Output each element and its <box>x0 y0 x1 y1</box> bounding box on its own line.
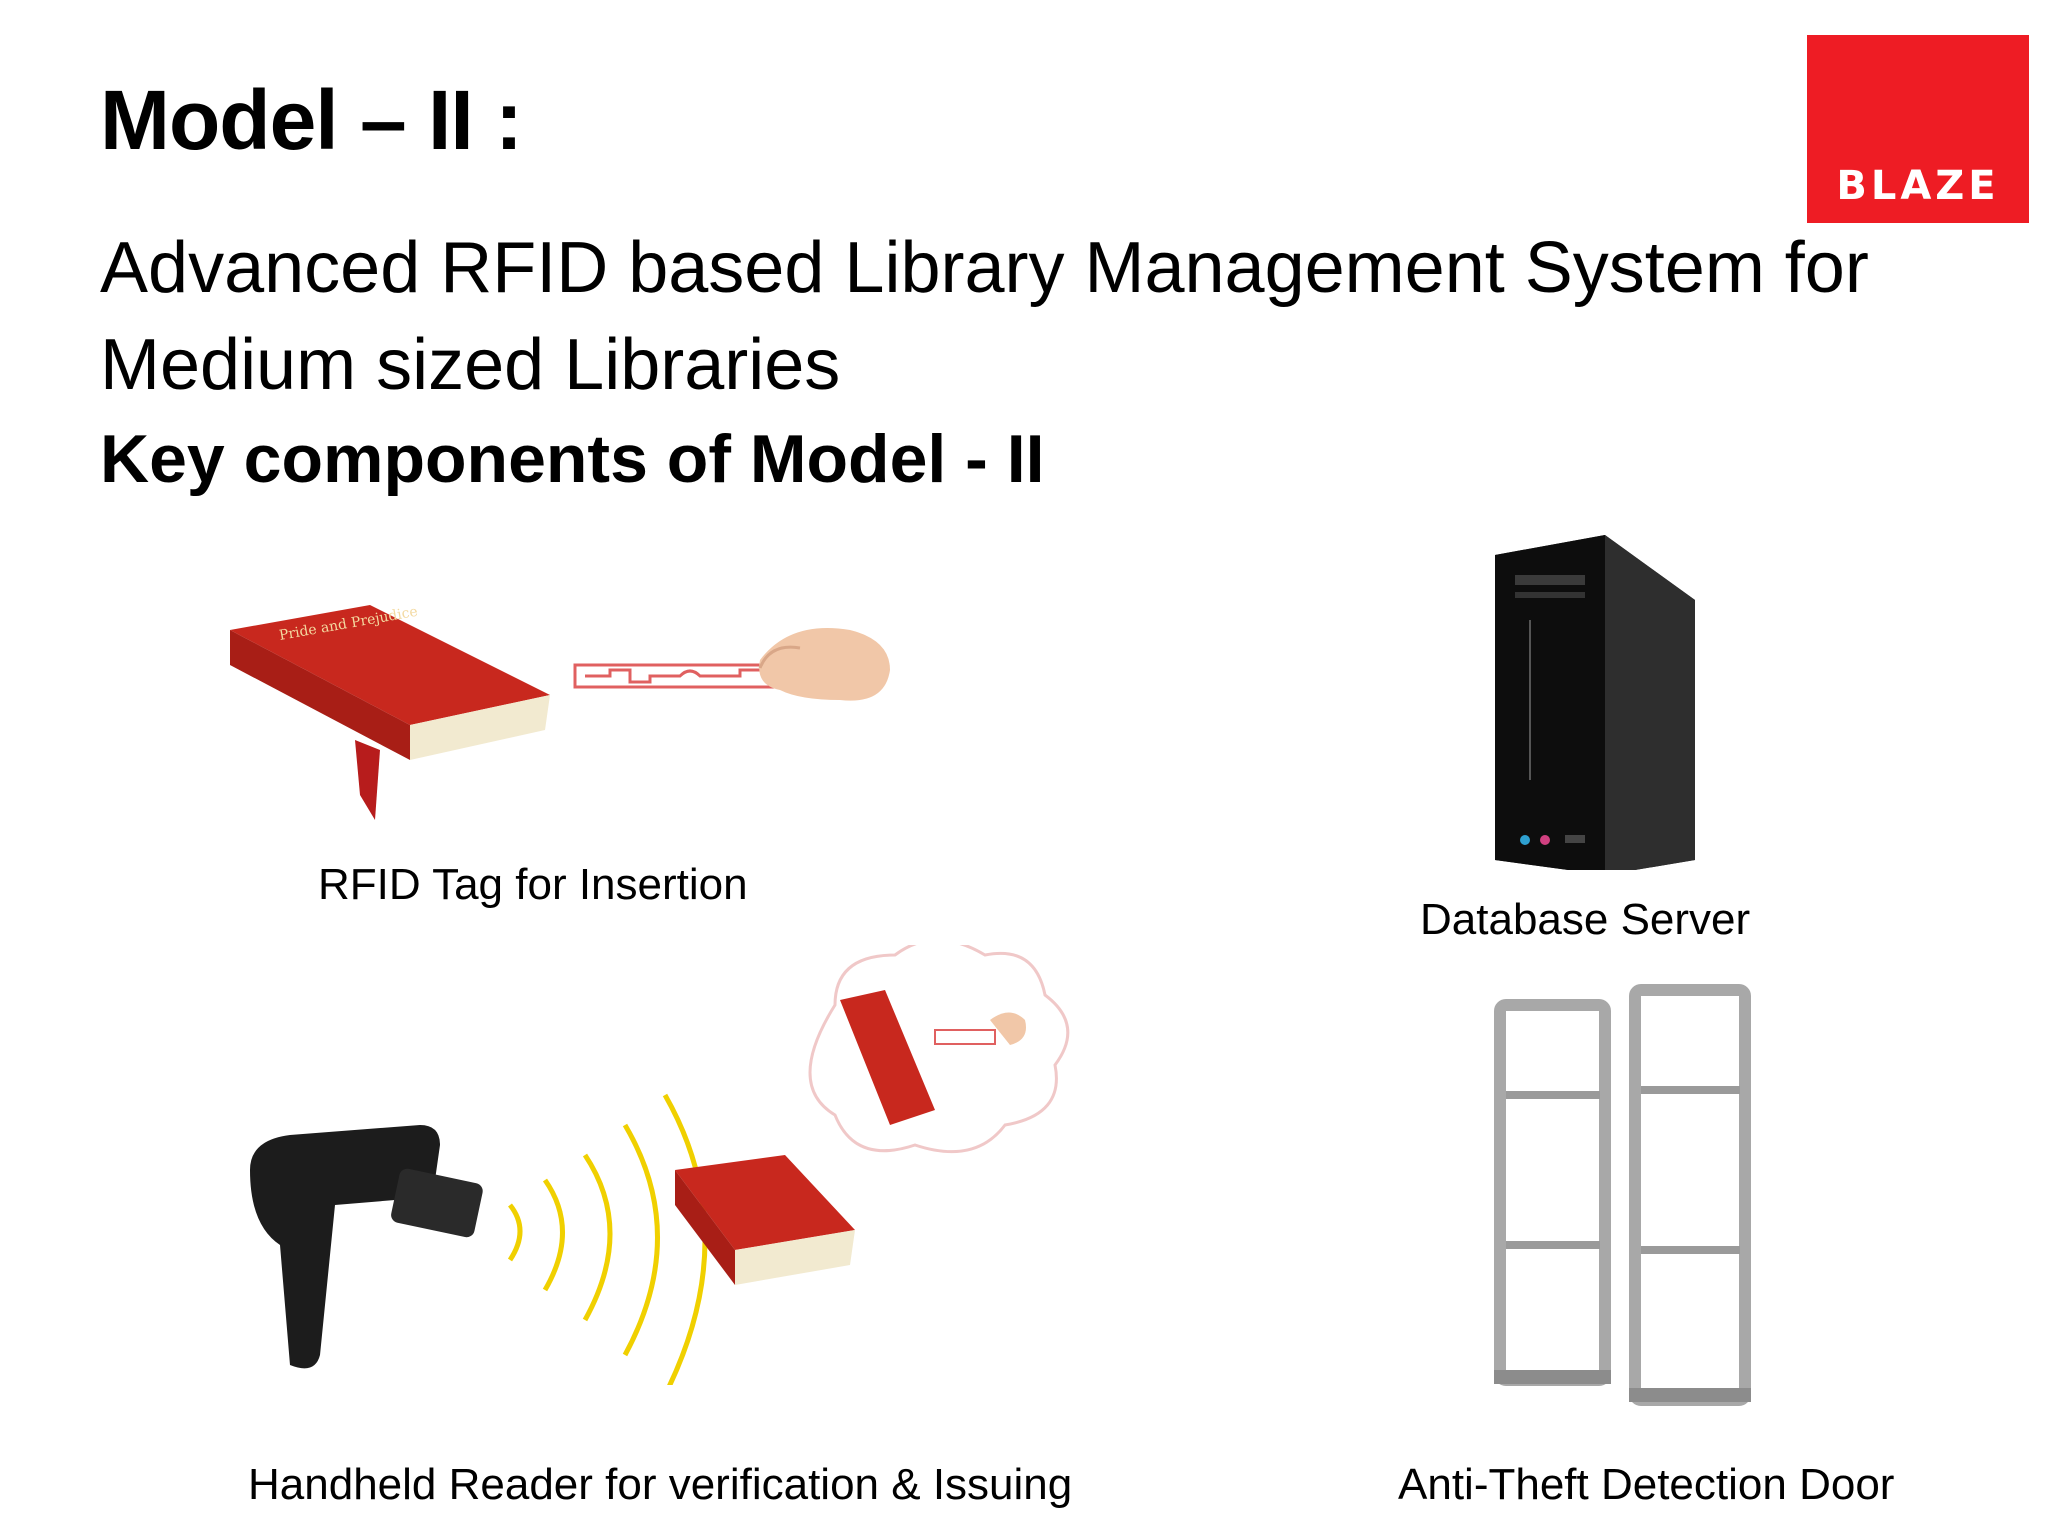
blaze-logo: BLAZE <box>1807 35 2029 223</box>
anti-theft-gate-icon <box>1494 984 1751 1406</box>
handheld-rfid-reader-icon <box>250 945 1070 1385</box>
tower-pc-server-icon <box>1495 535 1695 870</box>
book-with-rfid-tag-icon: Pride and Prejudice <box>230 604 890 820</box>
logo-text: BLAZE <box>1836 163 2000 209</box>
caption-handheld-reader: Handheld Reader for verification & Issui… <box>248 1460 1073 1509</box>
caption-database-server: Database Server <box>1420 895 1751 944</box>
section-heading: Key components of Model - II <box>100 421 1045 497</box>
slide-title: Model – II : <box>100 73 523 167</box>
caption-rfid-tag: RFID Tag for Insertion <box>318 860 748 909</box>
slide-subtitle: Advanced RFID based Library Management S… <box>100 228 1869 405</box>
caption-anti-theft-door: Anti-Theft Detection Door <box>1398 1460 1895 1509</box>
